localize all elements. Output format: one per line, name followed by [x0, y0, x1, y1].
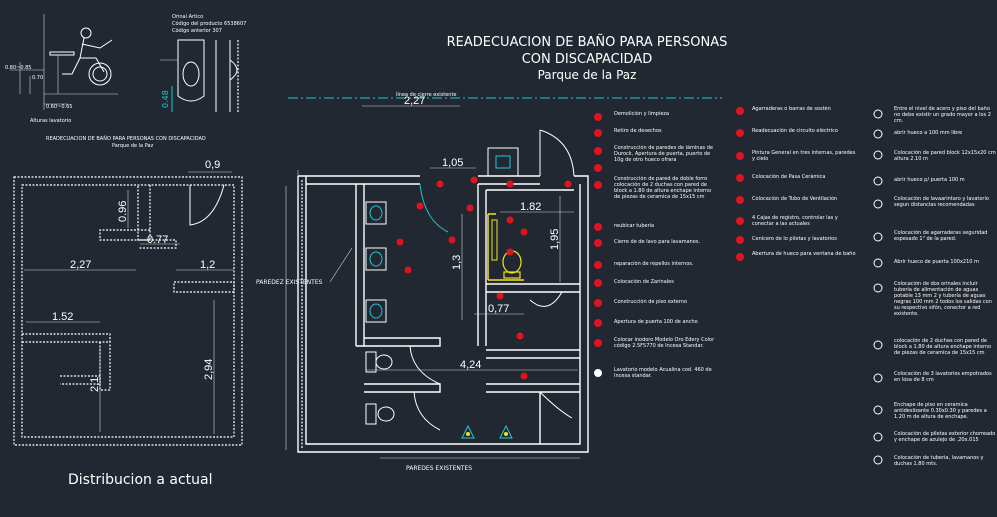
dim-main-4: 1,95: [549, 229, 561, 250]
legend-1-item-5: reubicar tuberia: [614, 223, 655, 229]
legend-1-item-7: reparación de repellos internos.: [614, 261, 694, 267]
main-plan: línea de cierre existente 2,27: [256, 91, 722, 472]
legend-1-item-10: Apertura de puerta 100 de ancho: [614, 319, 698, 325]
legend-1-item-9: Construcción de piso externo: [614, 299, 688, 305]
legend-3-item-11: Enchape de piso en ceramica antideslizan…: [894, 402, 987, 420]
legend-2-item-7: Cenicero de lo piletas y lavatorios: [752, 236, 837, 242]
dim-left-7: 2,94: [203, 359, 215, 380]
legend-column-2: Agarraderas o barras de sostén Readecuac…: [736, 106, 856, 261]
dim-lavatory-high: 0.80~0.85: [5, 65, 31, 71]
legend-3-item-3: Colocación de pared block 12x15x20 cm al…: [894, 150, 996, 162]
legend-1-item-3: Construcción de paredes de láminas de Du…: [614, 145, 713, 163]
urinal-title: Orinal Artico: [172, 14, 203, 20]
legend-2-item-2: Readecuación de circuito eléctrico: [752, 128, 838, 134]
legend-1-item-11: Colocar inodoro Modelo Oro Edery Color c…: [614, 337, 715, 349]
dim-main-6: 0,77: [488, 303, 509, 315]
existing-plan: 0,9 0.96 0.77 2,27 1,2 1.52 2,94 2,1: [13, 159, 243, 446]
walls-bottom-label: PAREDES EXISTENTES: [406, 465, 472, 472]
legend-3-item-13: Colocación de tuberia, lavamanos y ducha…: [894, 455, 984, 467]
dim-main-7: 4,24: [460, 359, 481, 371]
dim-left-4: 2,27: [70, 259, 91, 271]
legend-1-item-2: Retiro de desechos: [614, 128, 662, 134]
legend-3-item-9: colocación de 2 duchas con pared de bloc…: [894, 338, 992, 356]
dim-left-3: 0.77: [147, 234, 168, 246]
urinal-prev-code: Código anterior 307: [172, 27, 222, 34]
legend-2-item-5: Colocación de Tubo de Ventilación: [752, 196, 838, 202]
dim-left-1: 0,9: [205, 159, 220, 171]
legend-1-item-12: Lavatorio modelo Acualina cod. 460 de In…: [614, 367, 712, 379]
legend-3-item-1: Entre el nivel de acero y piso del baño …: [894, 106, 991, 124]
legend-2-item-6: 4 Cajas de registro, controlar las y con…: [752, 215, 838, 227]
legend-2-item-1: Agarraderas o barras de sostén: [752, 106, 831, 112]
legend-3-item-12: Colocación de piletas exterior chorreado…: [894, 431, 996, 443]
walls-side-label: PAREDEZ EXISTENTES: [256, 279, 323, 286]
dim-left-5: 1,2: [200, 259, 215, 271]
legend-1-item-8: Colocación de Zarinales: [614, 279, 674, 285]
dim-left-6: 1.52: [52, 311, 73, 323]
legend-2-item-8: Abertura de hueco para ventana de baño: [752, 251, 856, 257]
legend-3-item-4: abrir hueco p/ puerta 100 m: [894, 177, 965, 183]
dim-urinal-height: 0.48: [161, 90, 170, 108]
plan-markers: [396, 176, 572, 380]
title-line-3: Parque de la Paz: [538, 68, 637, 82]
legend-2-item-3: Pintura General en tres internas, parede…: [752, 150, 856, 162]
legend-1-item-1: Demolición y limpieza: [614, 111, 670, 117]
dim-lavatory-mid: 0.70: [32, 75, 43, 81]
closure-line-label: línea de cierre existente: [396, 91, 457, 98]
legend-3-item-6: Colocación de agarraderas seguridad espe…: [894, 230, 988, 242]
lavatory-row: [365, 201, 387, 323]
legend-3-item-5: Colocación de lavaarintaro y lavatorio s…: [894, 196, 989, 208]
accessible-toilet: [487, 213, 524, 281]
legend-1-item-6: Cierre de de lavo para lavamanos.: [614, 239, 701, 245]
sub-place: Parque de la Paz: [112, 143, 154, 149]
title-line-1: READECUACION DE BAÑO PARA PERSONAS: [447, 34, 728, 50]
left-plan-caption: Distribucion a actual: [68, 472, 212, 488]
urinal-code: Código del producto 6538607: [172, 20, 246, 27]
wheelchair-detail: 0.80~0.85 0.70 0.60~0.65 Alturas lavator…: [5, 14, 118, 124]
legend-column-3: Entre el nivel de acero y piso del baño …: [873, 106, 996, 467]
urinal-detail: Orinal Artico Código del producto 653860…: [160, 14, 246, 112]
dim-main-3: 1.82: [520, 201, 541, 213]
legend-column-1: Demolición y limpieza Retiro de desechos…: [594, 111, 715, 379]
legend-3-item-8: Colocación de dos orinales incluir tuber…: [894, 281, 992, 317]
dim-left-8: 2,1: [89, 377, 101, 392]
lavatory-heights-label: Alturas lavatorio: [30, 118, 71, 124]
sub-title: READECUACION DE BAÑO PARA PERSONAS CON D…: [46, 135, 206, 142]
toilet-stalls: [365, 351, 395, 425]
legend-1-item-4: Construcción de pared de doble forro col…: [614, 176, 712, 200]
legend-2-item-4: Colocación de Pasa Cerámica: [752, 174, 826, 180]
dim-main-1: 2,27: [404, 95, 425, 107]
dim-lavatory-low: 0.60~0.65: [46, 104, 72, 110]
title-line-2: CON DISCAPACIDAD: [522, 52, 653, 67]
legend-3-item-7: Abrir hueco de puerta 100x210 m: [894, 259, 979, 265]
legend-3-item-10: Colocación de 3 lavatorios empotrados en…: [894, 371, 992, 383]
legend-3-item-2: abrir hueco a 100 mm libre: [894, 130, 963, 136]
dim-left-2: 0.96: [117, 201, 129, 222]
dim-main-5: 1,3: [451, 255, 463, 270]
dim-main-2: 1,05: [442, 157, 463, 169]
